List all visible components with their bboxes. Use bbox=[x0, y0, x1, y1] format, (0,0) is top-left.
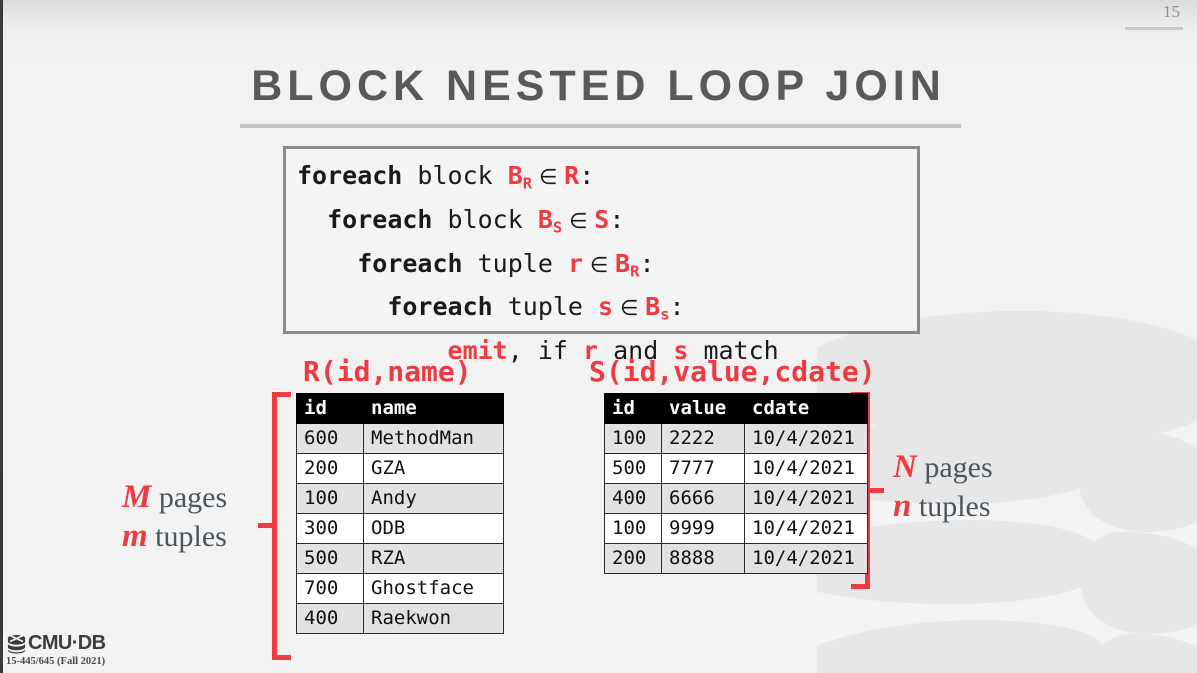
subscript: R bbox=[630, 261, 640, 280]
table-cell: RZA bbox=[363, 543, 504, 574]
page-title: BLOCK NESTED LOOP JOIN bbox=[251, 62, 946, 110]
annotation-s-pages: N pages bbox=[893, 448, 993, 487]
logo-text: CMU·DB bbox=[28, 632, 106, 654]
subscript: S bbox=[552, 218, 563, 237]
cmu-db-logo: CMU·DB 15-445/645 (Fall 2021) bbox=[6, 632, 106, 667]
table-cell: Andy bbox=[363, 483, 504, 514]
table-cell: GZA bbox=[363, 453, 504, 484]
symbol-M: M bbox=[122, 479, 152, 515]
table-cell: 6666 bbox=[661, 483, 745, 514]
bracket-tick bbox=[258, 523, 272, 528]
table-cell: 8888 bbox=[661, 543, 745, 574]
table-r-col-id: id bbox=[296, 393, 364, 424]
label-pages: pages bbox=[158, 481, 228, 514]
label-tuples: tuples bbox=[155, 520, 227, 553]
table-cell: 100 bbox=[296, 483, 364, 514]
subscript: R bbox=[522, 174, 533, 193]
table-cell: 10/4/2021 bbox=[744, 543, 868, 574]
bracket-cap-bottom bbox=[851, 584, 870, 589]
bracket-stem bbox=[272, 392, 277, 660]
table-s-caption: S(id,value,cdate) bbox=[589, 355, 876, 388]
bracket-left-r bbox=[258, 392, 291, 660]
course-label: 15-445/645 (Fall 2021) bbox=[6, 656, 106, 667]
table-cell: Ghostface bbox=[363, 573, 504, 604]
table-cell: 200 bbox=[604, 543, 662, 574]
annotation-r-tuples: m tuples bbox=[122, 517, 227, 556]
table-cell: 600 bbox=[296, 423, 364, 454]
table-cell: 10/4/2021 bbox=[744, 423, 868, 454]
page-number-rule bbox=[1125, 27, 1183, 30]
table-cell: 200 bbox=[296, 453, 364, 484]
table-s-col-cdate: cdate bbox=[744, 393, 868, 424]
title-divider bbox=[240, 124, 961, 128]
table-cell: ODB bbox=[363, 513, 504, 544]
table-cell: 400 bbox=[604, 483, 662, 514]
annotation-r-pages: M pages bbox=[122, 478, 227, 517]
annotation-r-size: M pages m tuples bbox=[122, 478, 227, 556]
table-cell: 2222 bbox=[661, 423, 745, 454]
table-cell: 10/4/2021 bbox=[744, 513, 868, 544]
label-pages: pages bbox=[924, 451, 993, 484]
annotation-s-size: N pages n tuples bbox=[893, 448, 993, 526]
pseudocode-line: foreach block BS ∈ S: bbox=[327, 204, 625, 237]
table-cell: 400 bbox=[296, 603, 364, 634]
annotation-s-tuples: n tuples bbox=[893, 487, 993, 526]
slide-left-edge bbox=[0, 0, 3, 673]
pseudocode-line: foreach tuple r ∈ BR: bbox=[357, 248, 655, 280]
table-cell: Raekwon bbox=[363, 603, 504, 634]
table-cell: 7777 bbox=[661, 453, 745, 484]
pseudocode-text: foreach block BR ∈ R: foreach block BS ∈… bbox=[286, 149, 917, 370]
table-s-col-id: id bbox=[604, 393, 662, 424]
bracket-cap-bottom bbox=[272, 655, 291, 660]
label-tuples: tuples bbox=[918, 490, 991, 523]
table-cell: 10/4/2021 bbox=[744, 453, 868, 484]
table-cell: 500 bbox=[604, 453, 662, 484]
table-s-col-value: value bbox=[661, 393, 745, 424]
table-cell: 500 bbox=[296, 543, 364, 574]
symbol-n: n bbox=[893, 488, 912, 524]
page-number: 15 bbox=[1163, 2, 1180, 21]
bracket-cap-top bbox=[272, 392, 291, 397]
pseudocode-line: foreach tuple s ∈ Bs: bbox=[387, 292, 685, 324]
table-cell: MethodMan bbox=[363, 423, 504, 454]
table-cell: 100 bbox=[604, 423, 662, 454]
symbol-N: N bbox=[893, 449, 917, 485]
subscript: s bbox=[660, 305, 670, 324]
table-r-col-name: name bbox=[363, 393, 504, 424]
table-cell: 9999 bbox=[661, 513, 745, 544]
pseudocode-block: foreach block BR ∈ R: foreach block BS ∈… bbox=[283, 146, 920, 365]
bracket-tick bbox=[870, 488, 884, 493]
table-cell: 300 bbox=[296, 513, 364, 544]
table-cell: 10/4/2021 bbox=[744, 483, 868, 514]
database-icon bbox=[7, 634, 26, 653]
table-cell: 700 bbox=[296, 573, 364, 604]
pseudocode-line: foreach block BR ∈ R: bbox=[297, 161, 595, 193]
table-r-caption: R(id,name) bbox=[303, 355, 472, 388]
symbol-m: m bbox=[122, 518, 148, 554]
pseudocode-line: emit, if r and s match bbox=[447, 336, 779, 366]
table-cell: 100 bbox=[604, 513, 662, 544]
